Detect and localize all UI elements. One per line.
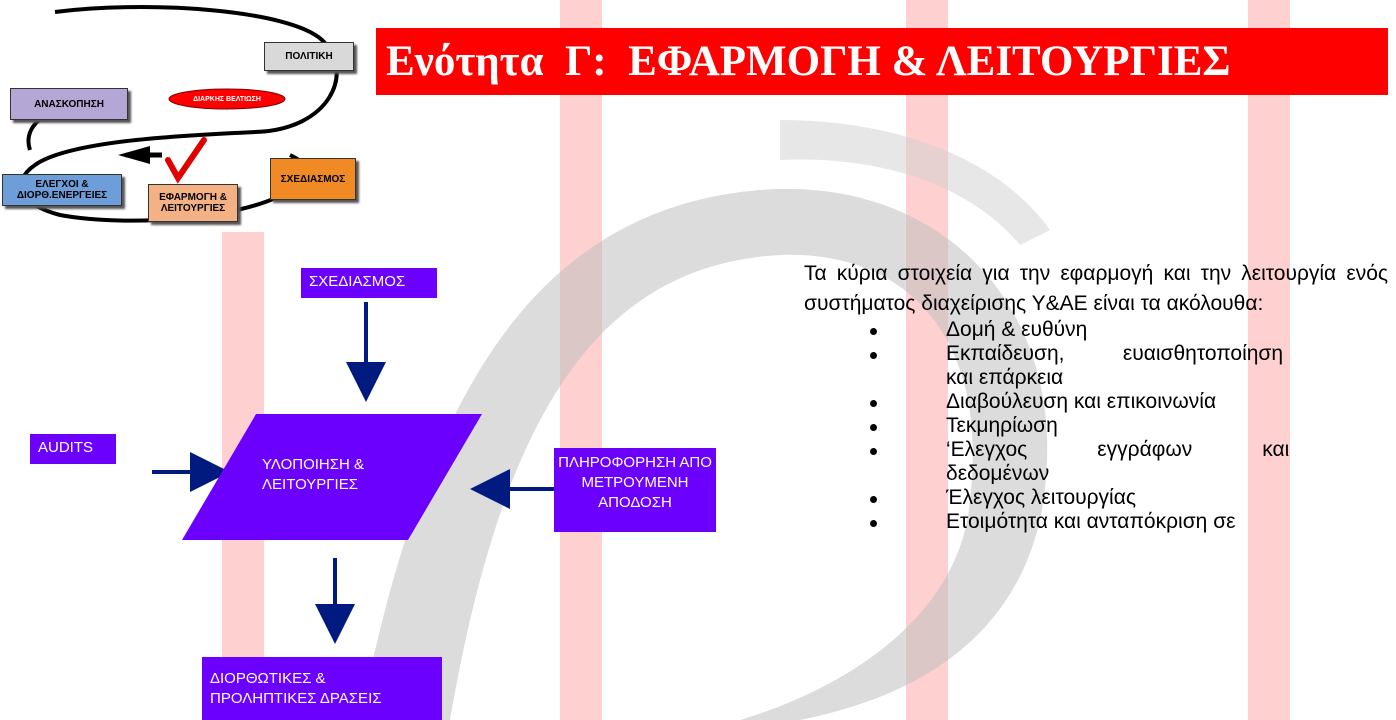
bullet-dot bbox=[870, 448, 877, 455]
bullet-item: ‘Ελεγχος εγγράφων και bbox=[946, 438, 1290, 461]
bullet-dot bbox=[870, 328, 877, 335]
flow-box-diorthotikes: ΔΙΟΡΘΩΤΙΚΕΣ &ΠΡΟΛΗΠΤΙΚΕΣ ΔΡΑΣΕΙΣ bbox=[202, 657, 442, 720]
intro-paragraph: Τα κύρια στοιχεία για την εφαρμογή και τ… bbox=[804, 262, 1388, 315]
bullet-item: Εκπαίδευση, ευαισθητοποίηση bbox=[946, 342, 1284, 365]
flow-box-audits: AUDITS bbox=[30, 434, 116, 464]
cycle-box-efarmogi: ΕΦΑΡΜΟΓΗ &ΛΕΙΤΟΥΡΓΙΕΣ bbox=[148, 184, 238, 222]
cycle-box-schediasmos: ΣΧΕΔΙΑΣΜΟΣ bbox=[270, 158, 356, 200]
watermark-swoosh bbox=[360, 188, 1048, 720]
bullet-dot bbox=[870, 400, 877, 407]
cycle-box-anaskopisi: ΑΝΑΣΚΟΠΗΣΗ bbox=[10, 88, 128, 120]
checkmark-icon bbox=[165, 137, 207, 184]
management-cycle-diagram: ΠΟΛΙΤΙΚΗ ΑΝΑΣΚΟΠΗΣΗ ΔΙΑΡΚΗΣ ΒΕΛΤΙΩΣΗ ΣΧΕ… bbox=[0, 0, 372, 232]
bullet-dot bbox=[870, 520, 877, 527]
bullet-item: Τεκμηρίωση bbox=[946, 414, 1058, 437]
bullet-dot bbox=[870, 496, 877, 503]
bullet-item: Ετοιμότητα και ανταπόκριση σε bbox=[946, 510, 1236, 533]
flow-box-schediasmos: ΣΧΕΔΙΑΣΜΟΣ bbox=[301, 268, 437, 298]
flow-label-ylopoiisi: ΥΛΟΠΟΙΗΣΗ &ΛΕΙΤΟΥΡΓΙΕΣ bbox=[262, 456, 365, 493]
bullet-item: Δομή & ευθύνη bbox=[946, 318, 1088, 341]
bullet-item: Διαβούλευση και επικοινωνία bbox=[946, 390, 1217, 413]
watermark-stripe bbox=[1248, 0, 1290, 720]
cycle-box-politiki: ΠΟΛΙΤΙΚΗ bbox=[264, 42, 354, 71]
bullet-item: Έλεγχος λειτουργίας bbox=[946, 486, 1136, 509]
watermark-swoosh-top bbox=[780, 120, 1050, 245]
cycle-box-elegxoi: ΕΛΕΓΧΟΙ &ΔΙΟΡΘ.ΕΝΕΡΓΕΙΕΣ bbox=[2, 174, 122, 206]
cycle-label-diarkis-veltiosi: ΔΙΑΡΚΗΣ ΒΕΛΤΙΩΣΗ bbox=[193, 96, 261, 103]
ylopoiisi-parallelogram bbox=[182, 414, 482, 540]
section-title: Ενότητα Γ: ΕΦΑΡΜΟΓΗ & ΛΕΙΤΟΥΡΓΙΕΣ bbox=[376, 28, 1388, 95]
cycle-arrows bbox=[19, 5, 339, 223]
bullet-item-continuation: και επάρκεια bbox=[946, 366, 1064, 389]
bullet-item-continuation: δεδομένων bbox=[946, 462, 1050, 485]
bullet-dot bbox=[870, 352, 877, 359]
bullet-dot bbox=[870, 424, 877, 431]
